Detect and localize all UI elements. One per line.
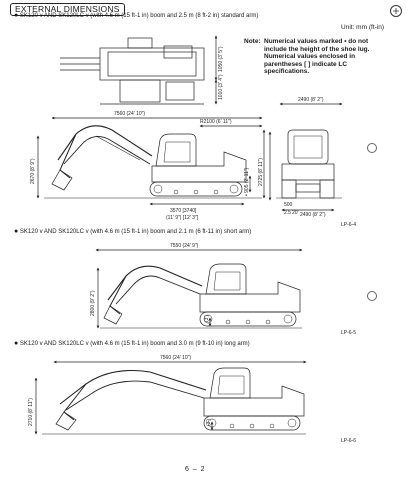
- dim-length-2: 7550 (24' 9"): [170, 243, 199, 249]
- bullet-icon: ●: [14, 228, 19, 235]
- side-view-drawing-2: [95, 248, 303, 329]
- section-caption-1: ● SK120 v AND SK120LC v (with 4.6 m (15 …: [14, 12, 259, 19]
- dim-height-1: 2670 (8' 9"): [30, 158, 36, 184]
- dim-length-1: 7560 (24' 10"): [114, 111, 145, 117]
- print-icon: [390, 5, 402, 17]
- side-view-drawing-3: [34, 360, 307, 435]
- top-view-drawing: [60, 35, 218, 105]
- figure-label-3: LP-6-6: [341, 438, 357, 444]
- dim-shoe: 500: [284, 202, 293, 208]
- section-header: EXTERNAL DIMENSIONS: [10, 3, 125, 16]
- binder-hole-icon: [367, 291, 377, 301]
- bullet-icon: ●: [14, 12, 19, 19]
- dim-top-a: 1050 (3' 5"): [218, 46, 224, 72]
- dim-track-width: 2490 (8' 2"): [300, 212, 326, 218]
- dim-gauge-a: 2.5: [284, 210, 291, 216]
- dim-width-top: 2490 (8' 2"): [298, 97, 324, 103]
- section-caption-3: ● SK120 v AND SK120LC v (with 4.6 m (15 …: [14, 340, 250, 347]
- dim-tumbler: 3570 [3740]: [170, 208, 197, 214]
- figure-label-2: LP-6-5: [341, 330, 357, 336]
- dim-radius: R2100 (6' 11"): [200, 119, 232, 125]
- dim-pin-2: (3'): [204, 315, 210, 322]
- dim-length-3: 7560 (24' 10"): [160, 355, 191, 361]
- dim-pin-3: (3'): [206, 419, 212, 426]
- dim-gauge-b: 20': [292, 210, 299, 216]
- dim-clearance: • 905 (2' 11"): [244, 167, 250, 196]
- dim-height-2: 2800 (9' 2"): [90, 290, 96, 316]
- figure-label-1: LP-6-4: [341, 222, 357, 228]
- dim-tumbler-ft: (11' 9") [12' 3"]: [166, 215, 199, 221]
- page-number: 6 – 2: [185, 466, 206, 473]
- bullet-icon: ●: [14, 340, 19, 347]
- unit-label: Unit: mm (ft-in): [341, 24, 384, 31]
- section-caption-2: ● SK120 v AND SK120LC v (with 4.6 m (15 …: [14, 228, 252, 235]
- note-label: Note:: [244, 38, 261, 45]
- dim-top-b: 1010 (3' 4"): [218, 74, 224, 100]
- binder-hole-icon: [367, 143, 377, 153]
- front-view-drawing: [268, 102, 343, 212]
- dim-height-3: 2710 (8' 11"): [28, 398, 34, 426]
- side-view-drawing-1: [36, 116, 266, 206]
- dim-cab-height: 2725 (8' 11"): [258, 158, 264, 186]
- note-text: Numerical values marked • do not include…: [264, 38, 370, 76]
